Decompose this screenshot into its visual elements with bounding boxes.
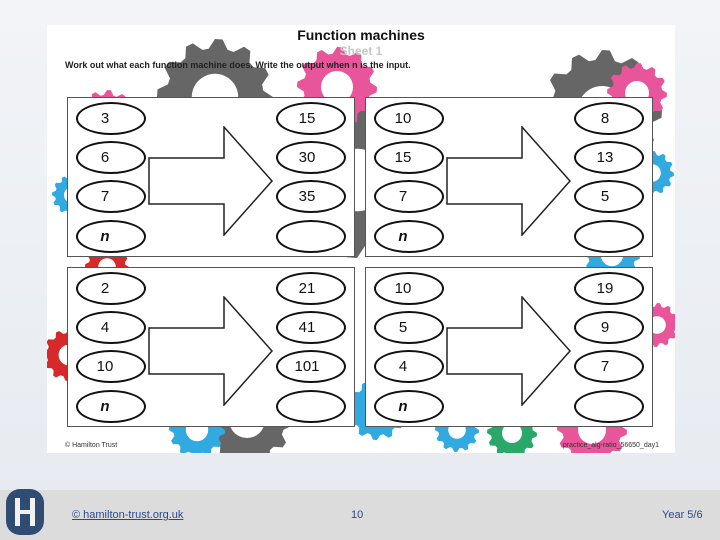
- input-oval: 2: [76, 272, 146, 305]
- right-arrow-icon: [148, 296, 274, 406]
- input-oval: 10: [374, 272, 444, 305]
- output-oval: 9: [574, 311, 644, 344]
- output-oval: 19: [574, 272, 644, 305]
- input-oval-n: n: [76, 220, 146, 253]
- output-oval: 15: [276, 102, 346, 135]
- input-oval: 4: [374, 350, 444, 383]
- hamilton-h-logo-icon: [6, 489, 44, 535]
- input-oval: 6: [76, 141, 146, 174]
- sheet-subtitle: Sheet 1: [339, 44, 383, 58]
- output-oval: 30: [276, 141, 346, 174]
- input-oval: 5: [374, 311, 444, 344]
- gear-hole: [321, 71, 353, 103]
- gear-hole: [502, 423, 522, 443]
- output-oval-blank: [276, 220, 346, 253]
- input-oval-n: n: [374, 220, 444, 253]
- footer-website-link[interactable]: © hamilton-trust.org.uk: [72, 509, 184, 521]
- input-oval: 3: [76, 102, 146, 135]
- sheet-instructions: Work out what each function machine does…: [65, 60, 411, 70]
- sheet-code: practice_alg-ratio_56650_day1: [562, 442, 659, 449]
- right-arrow-icon: [446, 126, 572, 236]
- output-oval-blank: [276, 390, 346, 423]
- input-oval: 7: [374, 180, 444, 213]
- function-machine-4: 10 5 4 n 19 9 7: [365, 267, 653, 427]
- input-oval-n: n: [374, 390, 444, 423]
- output-oval-blank: [574, 220, 644, 253]
- input-oval: 10: [374, 102, 444, 135]
- input-oval: 10: [76, 350, 146, 383]
- output-oval: 7: [574, 350, 644, 383]
- output-oval: 101: [276, 350, 346, 383]
- footer-bar: [0, 490, 720, 540]
- input-oval: 4: [76, 311, 146, 344]
- output-oval: 21: [276, 272, 346, 305]
- right-arrow-icon: [148, 126, 274, 236]
- sheet-copyright: © Hamilton Trust: [65, 442, 118, 449]
- output-oval: 8: [574, 102, 644, 135]
- input-oval-n: n: [76, 390, 146, 423]
- output-oval: 35: [276, 180, 346, 213]
- output-oval: 13: [574, 141, 644, 174]
- output-oval: 41: [276, 311, 346, 344]
- output-oval-blank: [574, 390, 644, 423]
- sheet-title: Function machines: [297, 27, 425, 43]
- worksheet-image: Function machines Sheet 1 Work out what …: [47, 25, 675, 453]
- input-oval: 7: [76, 180, 146, 213]
- function-machine-2: 10 15 7 n 8 13 5: [365, 97, 653, 257]
- footer-year-label: Year 5/6: [662, 509, 703, 521]
- right-arrow-icon: [446, 296, 572, 406]
- footer-page-number: 10: [351, 509, 364, 521]
- function-machine-3: 2 4 10 n 21 41 101: [67, 267, 355, 427]
- function-machine-1: 3 6 7 n 15 30 35: [67, 97, 355, 257]
- output-oval: 5: [574, 180, 644, 213]
- input-oval: 15: [374, 141, 444, 174]
